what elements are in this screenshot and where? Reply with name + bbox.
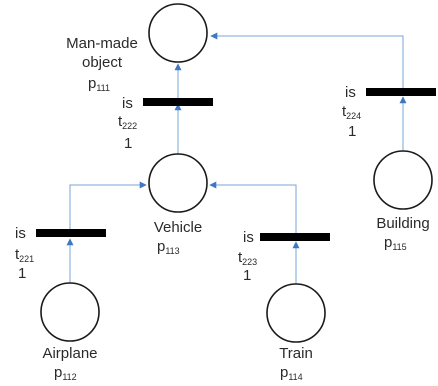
transition-id-t221: t221	[15, 246, 34, 264]
place-label-man-made-line1: Man-made	[66, 35, 138, 52]
place-label-man-made-line2: object	[82, 54, 123, 71]
arc-t223-to-vehicle	[209, 181, 297, 233]
place-id-man-made: p111	[88, 75, 110, 93]
place-airplane	[40, 282, 100, 342]
transition-id-t223: t223	[238, 249, 257, 267]
place-id-vehicle: p113	[157, 238, 180, 256]
transition-weight-t221: 1	[18, 265, 26, 282]
transitions	[36, 88, 436, 241]
place-train	[266, 283, 326, 343]
transition-bar-t221	[36, 229, 106, 237]
places	[40, 3, 433, 343]
transition-relation-t224: is	[345, 84, 356, 101]
place-label-train: Train	[279, 345, 313, 362]
transition-id-t224: t224	[342, 103, 361, 121]
place-label-airplane: Airplane	[42, 345, 97, 362]
place-id-building: p115	[384, 234, 407, 252]
arc-t224-to-man-made	[210, 32, 404, 88]
transition-weight-t222: 1	[124, 135, 132, 152]
transition-relation-t221: is	[15, 225, 26, 242]
arcs	[66, 32, 407, 287]
place-id-train: p114	[280, 364, 303, 381]
place-vehicle	[148, 153, 208, 213]
place-building	[373, 150, 433, 210]
transition-labels: is t222 1 is t224 1 is t221 1 is t223 1	[15, 84, 361, 284]
place-label-building: Building	[376, 215, 429, 232]
place-labels: Man-made object p111 Vehicle p113 Buildi…	[42, 35, 429, 382]
transition-weight-t224: 1	[348, 123, 356, 140]
transition-weight-t223: 1	[243, 267, 251, 284]
arc-t221-to-vehicle	[69, 181, 147, 229]
place-label-vehicle: Vehicle	[154, 219, 202, 236]
place-man-made-object	[148, 3, 208, 63]
transition-relation-t223: is	[243, 229, 254, 246]
transition-bar-t224	[366, 88, 436, 96]
transition-id-t222: t222	[118, 113, 137, 131]
transition-bar-t222	[143, 98, 213, 106]
place-id-airplane: p112	[54, 364, 77, 381]
transition-bar-t223	[260, 233, 330, 241]
transition-relation-t222: is	[122, 95, 133, 112]
